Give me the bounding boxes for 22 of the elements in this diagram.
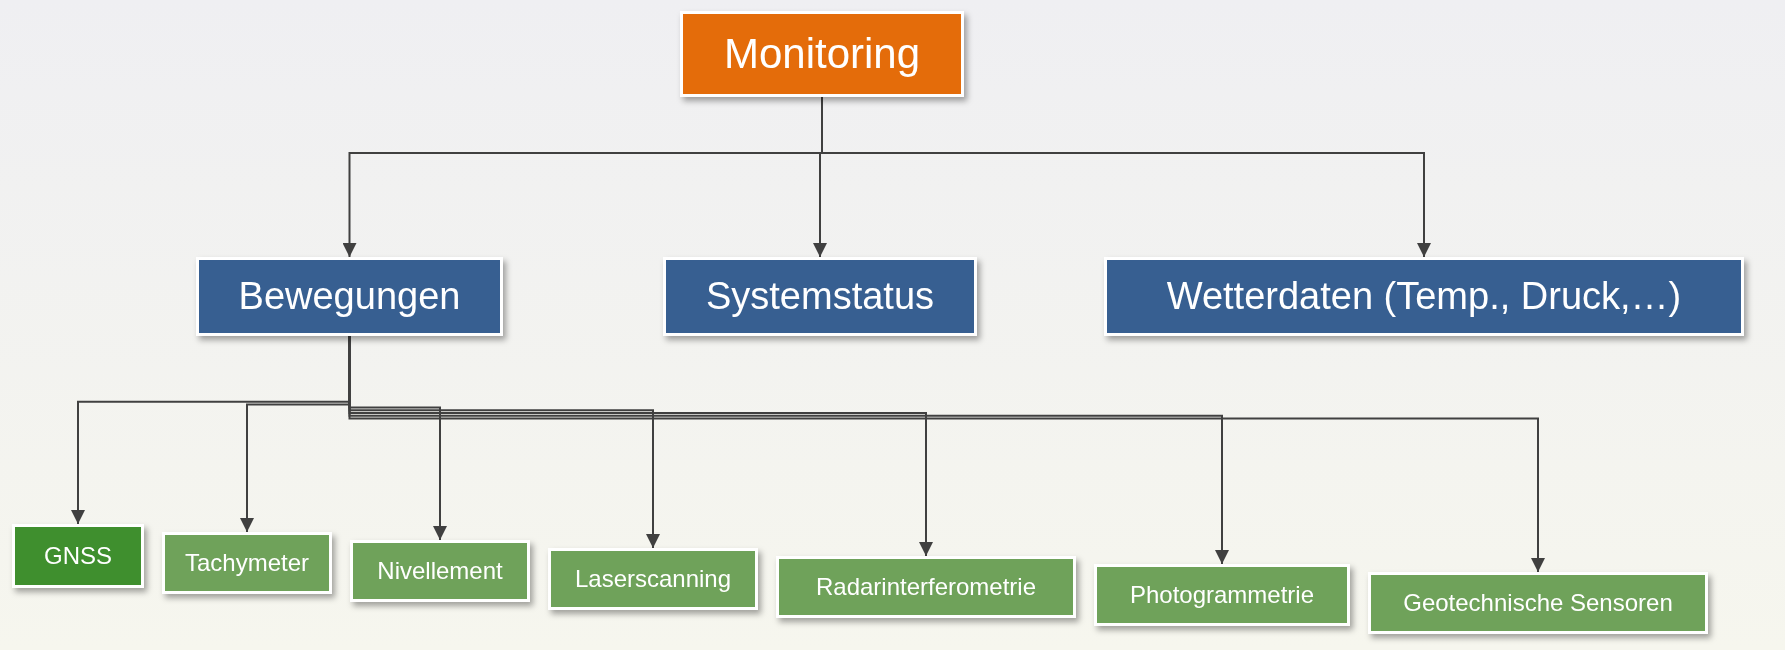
- method-box: [1368, 572, 1708, 634]
- method-box: [548, 548, 758, 610]
- node-label: Laserscanning: [574, 565, 732, 593]
- node-label: Nivellement: [377, 557, 503, 585]
- node-label: Systemstatus: [705, 275, 935, 318]
- root-box: [680, 11, 964, 97]
- node-label: Geotechnische Sensoren: [1403, 589, 1673, 617]
- method-box: [12, 524, 144, 588]
- node-label: Bewegungen: [238, 275, 461, 318]
- node-label: Wetterdaten (Temp., Druck,…): [1166, 275, 1682, 318]
- method-box: [350, 540, 530, 602]
- method-box: [162, 532, 332, 594]
- node-label: GNSS: [44, 542, 112, 570]
- node-label: Tachymeter: [184, 549, 309, 577]
- category-box: [1104, 257, 1744, 336]
- method-box: [776, 556, 1076, 618]
- node-label: Photogrammetrie: [1129, 581, 1315, 609]
- category-box: [196, 257, 503, 336]
- node-label: Monitoring: [723, 30, 921, 78]
- node-label: Radarinterferometrie: [815, 573, 1037, 601]
- method-box: [1094, 564, 1350, 626]
- category-box: [663, 257, 977, 336]
